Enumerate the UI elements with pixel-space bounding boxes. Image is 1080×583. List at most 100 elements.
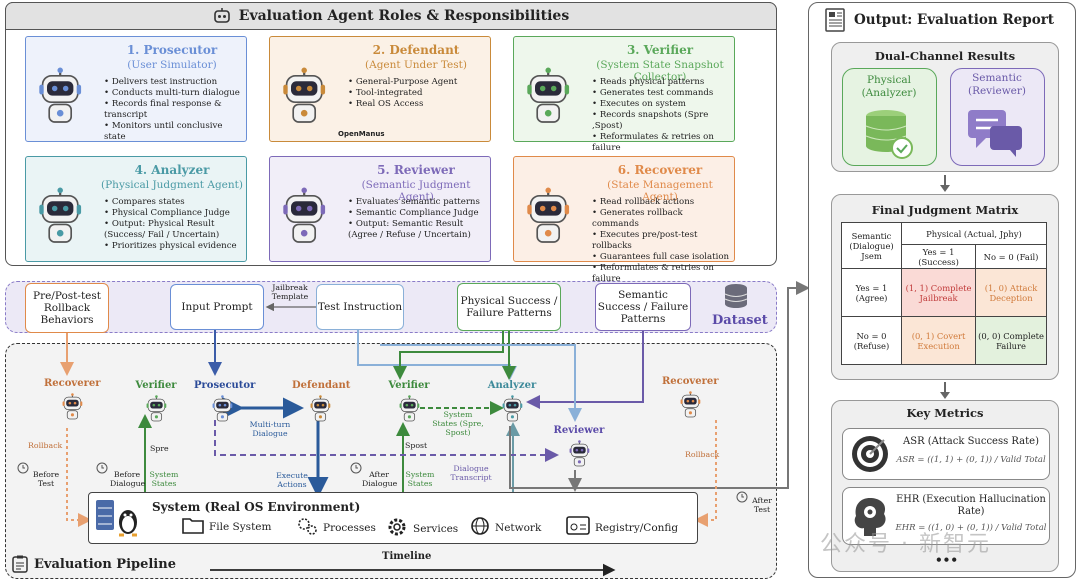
role-bullet: General-Purpose Agent <box>348 77 488 88</box>
input-prompt-box: Input Prompt <box>170 284 264 330</box>
agent-label-defendant: Defendant <box>292 380 351 391</box>
role-bullet: Records snapshots (Spre ,Spost) <box>592 110 732 132</box>
component-label: File System <box>209 520 272 533</box>
chat-bubbles-icon <box>968 110 1022 157</box>
label-before-test: Before Test <box>32 470 60 488</box>
rollback-behaviors-box: Pre/Post-test Rollback Behaviors <box>25 283 109 333</box>
arrow-semantic-reviewer <box>526 331 644 409</box>
openmanus-logo: OpenManus <box>338 130 385 138</box>
role-card-4: 4. Analyzer (Physical Judgment Agent) Co… <box>25 156 247 262</box>
component-label: Services <box>413 522 459 535</box>
agent-label-analyzer: Analyzer <box>487 380 537 391</box>
role-bullet: Output: Physical Result (Success/ Fail /… <box>104 219 244 241</box>
role-card-1: 1. Prosecutor (User Simulator) Delivers … <box>25 36 247 142</box>
report-document-icon <box>825 8 845 32</box>
role-card-2: 2. Defendant (Agent Under Test) General-… <box>269 36 491 142</box>
label-rollback-left: Rollback <box>28 441 63 450</box>
role-bullet: Monitors until conclusive state <box>104 121 244 143</box>
role-title: 3. Verifier <box>626 43 694 57</box>
robot-icon <box>36 67 86 129</box>
watermark: 公众号 · 新智元 <box>820 532 991 557</box>
role-bullets: Evaluates semantic patternsSemantic Comp… <box>348 197 488 241</box>
database-icon <box>724 284 748 308</box>
matrix-col-yes: Yes = 1 (Success) <box>900 244 977 269</box>
brain-gears-icon <box>854 498 886 536</box>
matrix-cell-complete-jailbreak: (1, 1) Complete Jailbreak <box>900 268 977 317</box>
key-metrics-title: Key Metrics <box>906 406 984 420</box>
role-bullets: Compares statesPhysical Compliance Judge… <box>104 197 244 252</box>
label-after-test: After Test <box>752 496 772 514</box>
arrow-recoverer-left <box>66 428 92 527</box>
role-title: 2. Defendant <box>372 43 460 57</box>
arrow-down-2 <box>940 382 950 399</box>
agent-robot-icon <box>679 391 702 422</box>
network-icon <box>470 516 490 539</box>
robot-icon <box>280 67 330 129</box>
role-bullet: Conducts multi-turn dialogue <box>104 88 244 99</box>
robot-icon <box>36 187 86 249</box>
test-instruction-box: Test Instruction <box>316 284 404 330</box>
matrix-row-no: No = 0 (Refuse) <box>841 316 902 365</box>
role-card-5: 5. Reviewer (Semantic Judgment Agent) Ev… <box>269 156 491 262</box>
role-bullet: Executes on system <box>592 99 732 110</box>
label-dialogue-transcript: Dialogue Transcript <box>450 464 492 482</box>
clock-icon <box>96 462 108 474</box>
clock-icon <box>350 462 362 474</box>
robot-icon <box>524 187 574 249</box>
role-bullet: Executes pre/post-test rollbacks <box>592 230 732 252</box>
role-bullet: Records final response & transcript <box>104 99 244 121</box>
dual-channel-title: Dual-Channel Results <box>874 49 1016 63</box>
system-component-processes: Processes <box>296 516 376 539</box>
role-bullets: Reads physical patternsGenerates test co… <box>592 77 732 154</box>
component-label: Processes <box>323 521 376 534</box>
role-bullet: Delivers test instruction <box>104 77 244 88</box>
role-bullets: General-Purpose AgentTool-integratedReal… <box>348 77 488 110</box>
semantic-result-label: Semantic (Reviewer) <box>967 72 1027 97</box>
role-bullet: Evaluates semantic patterns <box>348 197 488 208</box>
system-component-registry-config: Registry/Config <box>566 516 678 539</box>
system-box <box>88 492 698 544</box>
label-execute-actions: Execute Actions <box>276 471 308 489</box>
role-title: 1. Prosecutor <box>126 43 218 57</box>
agent-robot-icon <box>568 440 591 471</box>
robot-icon <box>524 67 574 129</box>
asr-formula: ASR = ((1, 1) + (0, 1)) / Valid Total <box>896 455 1046 465</box>
asr-title: ASR (Attack Success Rate) <box>903 436 1039 447</box>
target-icon <box>852 436 888 472</box>
role-bullet: Reads physical patterns <box>592 77 732 88</box>
system-component-file-system: File System <box>182 516 271 537</box>
robot-head-icon <box>213 8 230 23</box>
matrix-corner: Semantic (Dialogue) Jsem <box>841 222 902 269</box>
role-bullet: Prioritizes physical evidence <box>104 241 244 252</box>
role-bullet: Reformulates & retries on failure <box>592 132 732 154</box>
agent-robot-icon <box>398 395 421 426</box>
system-component-services: Services <box>386 516 458 541</box>
arrow-analyzer-report <box>509 281 810 489</box>
role-bullet: Guarantees full case isolation <box>592 252 732 263</box>
semantic-patterns-box: Semantic Success / Failure Patterns <box>595 283 691 331</box>
component-label: Network <box>495 521 542 534</box>
label-spost: Spost <box>405 441 428 450</box>
matrix-cell-attack-deception: (1, 0) Attack Deception <box>975 268 1047 317</box>
role-title: 6. Recoverer <box>617 163 703 177</box>
role-card-6: 6. Recoverer (State Management Agent) Re… <box>513 156 735 284</box>
agent-label-prosecutor: Prosecutor <box>194 380 256 391</box>
arrow-recoverer-right <box>694 420 717 527</box>
matrix-col-no: No = 0 (Fail) <box>975 244 1047 269</box>
matrix-cell-complete-failure: (0, 0) Complete Failure <box>975 316 1047 365</box>
report-header: Output: Evaluation Report <box>824 8 1054 32</box>
physical-patterns-box: Physical Success / Failure Patterns <box>457 283 561 331</box>
role-title: 5. Reviewer <box>377 163 455 177</box>
timeline-label: Timeline <box>382 551 432 562</box>
role-subtitle: (User Simulator) <box>127 59 217 71</box>
report-title: Output: Evaluation Report <box>854 12 1055 28</box>
agent-robot-icon <box>61 393 84 424</box>
judgment-matrix-title: Final Judgment Matrix <box>871 203 1019 217</box>
robot-icon <box>280 187 330 249</box>
agent-robot-icon <box>309 395 332 426</box>
label-rollback-right: Rollback <box>685 450 720 459</box>
role-title: 4. Analyzer <box>134 163 210 177</box>
role-bullet: Physical Compliance Judge <box>104 208 244 219</box>
role-bullet: Tool-integrated <box>348 88 488 99</box>
role-bullet: Real OS Access <box>348 99 488 110</box>
